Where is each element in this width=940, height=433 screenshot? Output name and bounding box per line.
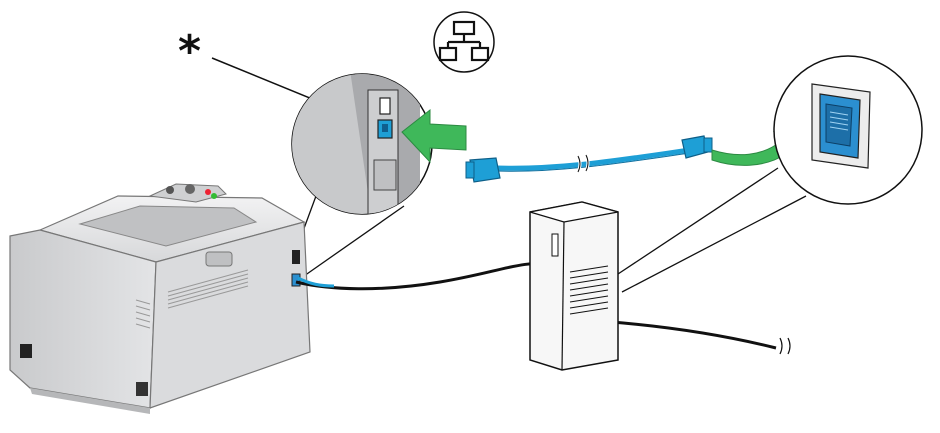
- network-port-icon: [433, 11, 495, 73]
- printer-cable-connector: [297, 276, 335, 288]
- printer-rear: [149, 221, 311, 409]
- output-tray: [78, 205, 258, 247]
- zoom-line-left-b: [303, 205, 405, 277]
- callout-asterisk: *: [178, 26, 202, 77]
- wall-jack-magnifier: [773, 55, 923, 205]
- modem-top: [529, 201, 619, 223]
- ethernet-cable: [465, 135, 713, 183]
- cable-break-mark: [779, 337, 791, 355]
- printer-to-modem-cable: [295, 261, 557, 291]
- insert-arrow-icon: [401, 108, 467, 164]
- printer-base: [30, 388, 150, 414]
- modem-router: [529, 201, 619, 371]
- closeup-usb-port: [379, 97, 391, 115]
- modem-power-cable: [611, 320, 777, 350]
- panel-dial: [185, 184, 195, 194]
- modem-vents: [569, 265, 609, 315]
- printer-front: [9, 229, 157, 409]
- power-switch: [20, 344, 32, 358]
- port-closeup-magnifier: [291, 73, 433, 215]
- printer: [9, 183, 311, 414]
- modem-edge: [561, 221, 565, 371]
- power-inlet: [136, 382, 148, 396]
- modem-indicator: [551, 233, 559, 257]
- panel-led-green: [211, 193, 217, 199]
- panel-button: [166, 186, 174, 194]
- rear-vents: [167, 269, 249, 309]
- zoom-line-right-a: [617, 167, 779, 275]
- usb-port: [292, 250, 300, 264]
- printer-handle: [205, 251, 233, 267]
- side-vents: [135, 299, 151, 329]
- zoom-line-right-b: [621, 195, 807, 293]
- modem-body: [529, 201, 619, 371]
- panel-led-red: [205, 189, 211, 195]
